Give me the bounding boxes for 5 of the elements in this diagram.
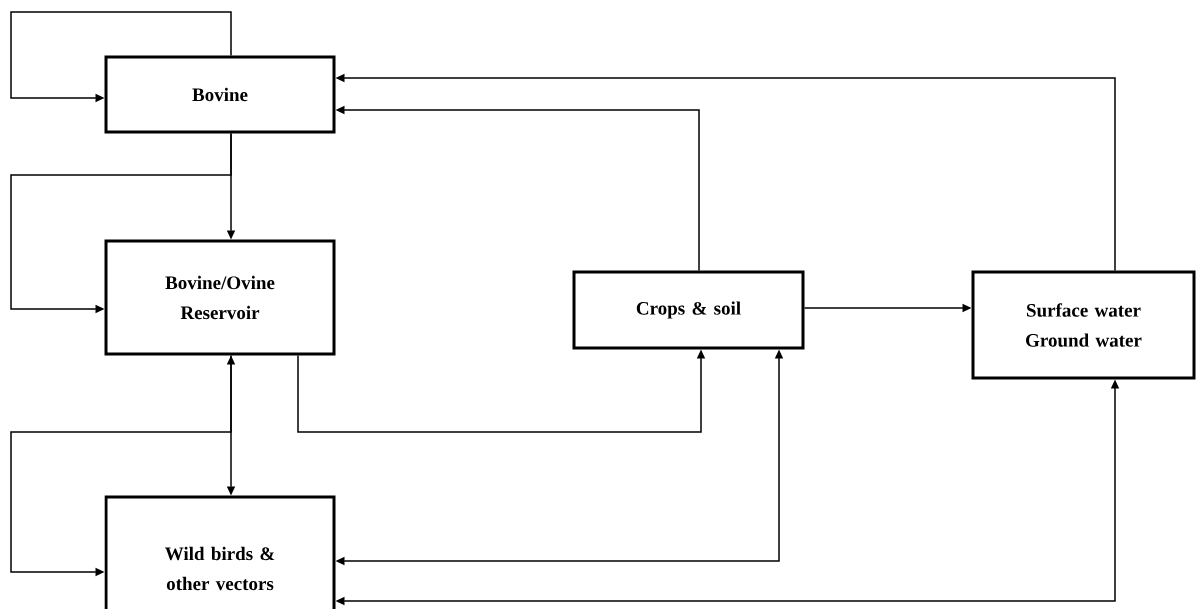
process-box: Bovine xyxy=(104,55,336,134)
process-box: Wild birds & other vectors xyxy=(104,495,336,609)
process-box: Bovine/Ovine Reservoir xyxy=(104,239,336,356)
process-box: Crops & soil xyxy=(572,270,805,350)
process-box: Surface water Ground water xyxy=(971,270,1196,380)
